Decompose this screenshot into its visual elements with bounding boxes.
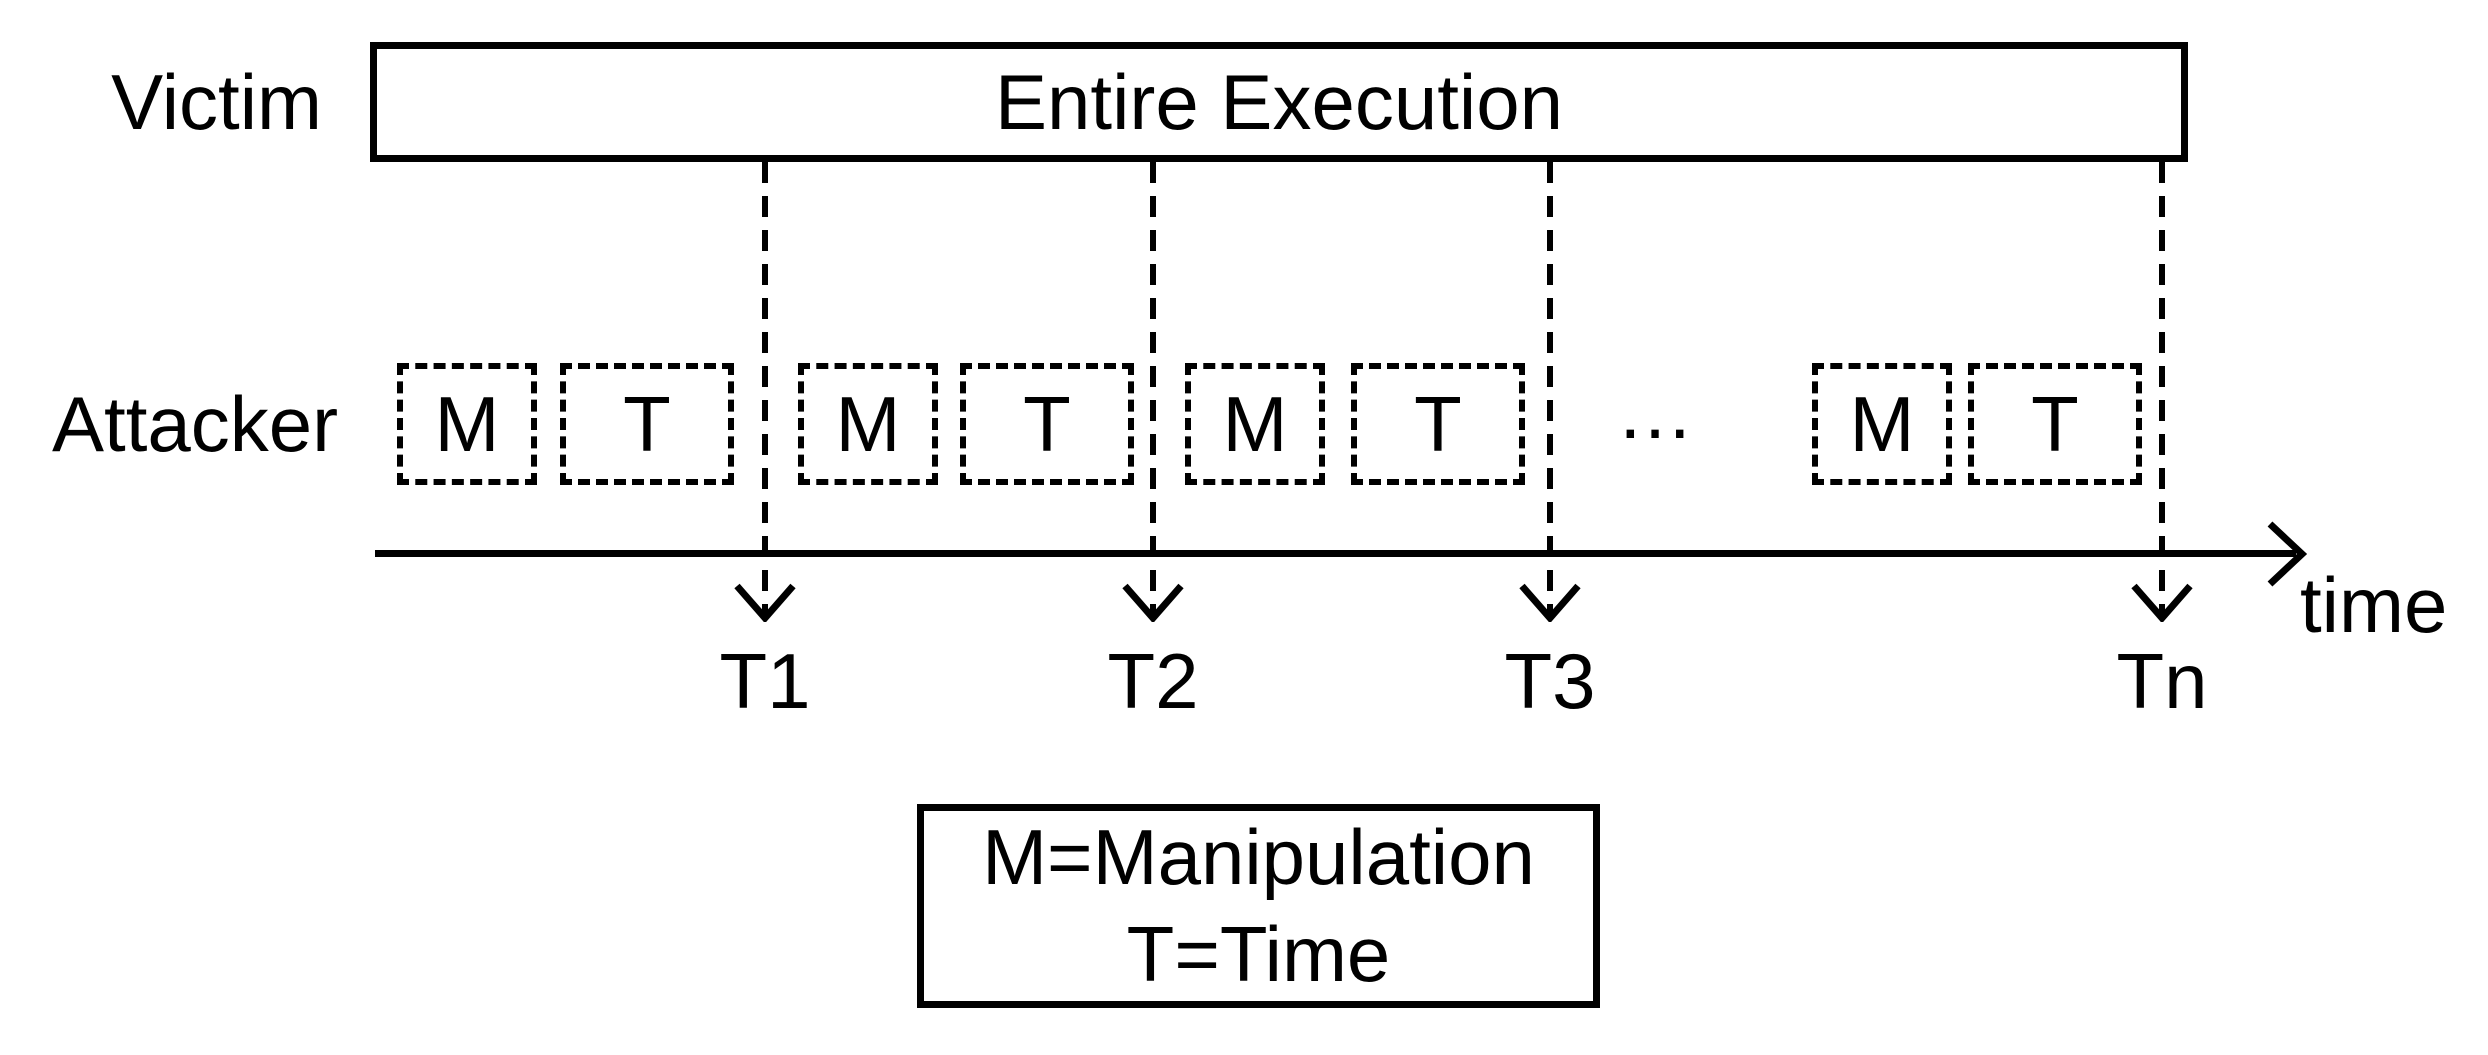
ellipsis: … bbox=[1616, 367, 1694, 455]
manipulation-box-1-label: M bbox=[434, 380, 500, 468]
legend-line-manipulation: M=Manipulation bbox=[982, 813, 1535, 901]
time-axis-label: time bbox=[2300, 561, 2448, 649]
time-box-1: T bbox=[560, 363, 734, 485]
attacker-label-text: Attacker bbox=[52, 380, 339, 468]
time-box-4-label: T bbox=[2031, 380, 2079, 468]
manipulation-box-4-label: M bbox=[1849, 380, 1915, 468]
tick-label-t2: T2 bbox=[1107, 637, 1199, 725]
down-arrowhead-icon-2 bbox=[1122, 583, 1184, 622]
down-arrowhead-icon-1 bbox=[734, 583, 796, 622]
dashed-dropline-3 bbox=[1547, 162, 1553, 614]
time-box-2: T bbox=[960, 363, 1134, 485]
manipulation-box-4: M bbox=[1812, 363, 1952, 485]
tick-label-t3: T3 bbox=[1504, 637, 1596, 725]
victim-label-text: Victim bbox=[111, 58, 322, 146]
down-arrowhead-icon-3 bbox=[1519, 583, 1581, 622]
time-box-1-label: T bbox=[623, 380, 671, 468]
right-arrowhead-icon bbox=[2267, 521, 2308, 587]
tick-label-t1: T1 bbox=[719, 637, 811, 725]
time-box-3: T bbox=[1351, 363, 1525, 485]
entire-execution-box: Entire Execution bbox=[370, 42, 2188, 162]
down-arrowhead-icon-4 bbox=[2131, 583, 2193, 622]
time-box-4: T bbox=[1968, 363, 2142, 485]
victim-row-label: Victim bbox=[60, 42, 322, 162]
manipulation-box-2: M bbox=[798, 363, 938, 485]
time-box-3-label: T bbox=[1414, 380, 1462, 468]
manipulation-box-3-label: M bbox=[1222, 380, 1288, 468]
entire-execution-label: Entire Execution bbox=[995, 58, 1563, 146]
dashed-dropline-1 bbox=[762, 162, 768, 614]
manipulation-box-1: M bbox=[397, 363, 537, 485]
attacker-row-label: Attacker bbox=[52, 363, 344, 485]
tick-label-tn: Tn bbox=[2116, 637, 2208, 725]
legend-line-time: T=Time bbox=[1126, 910, 1391, 998]
legend-box: M=Manipulation T=Time bbox=[917, 804, 1600, 1008]
dashed-dropline-4 bbox=[2159, 162, 2165, 614]
manipulation-box-2-label: M bbox=[835, 380, 901, 468]
time-box-2-label: T bbox=[1023, 380, 1071, 468]
time-axis bbox=[375, 550, 2296, 557]
manipulation-box-3: M bbox=[1185, 363, 1325, 485]
dashed-dropline-2 bbox=[1150, 162, 1156, 614]
